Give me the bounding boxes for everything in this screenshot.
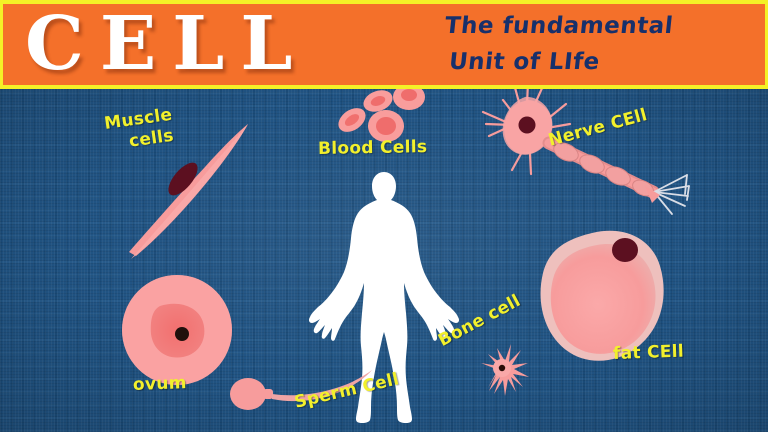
header-banner: CELL The fundamental Unit of LIfe [0, 0, 768, 89]
label-ovum: ovum [132, 373, 188, 395]
subtitle-line-2: Unit of LIfe [447, 49, 602, 75]
header-subtitle: The fundamental Unit of LIfe [439, 8, 765, 80]
label-blood-cells: Blood Cells [317, 137, 428, 159]
page-title: CELL [25, 4, 309, 85]
subtitle-line-1: The fundamental [443, 13, 675, 39]
label-fat-cell: fat CEll [612, 341, 685, 364]
header-orange-band: CELL The fundamental Unit of LIfe [3, 4, 765, 85]
